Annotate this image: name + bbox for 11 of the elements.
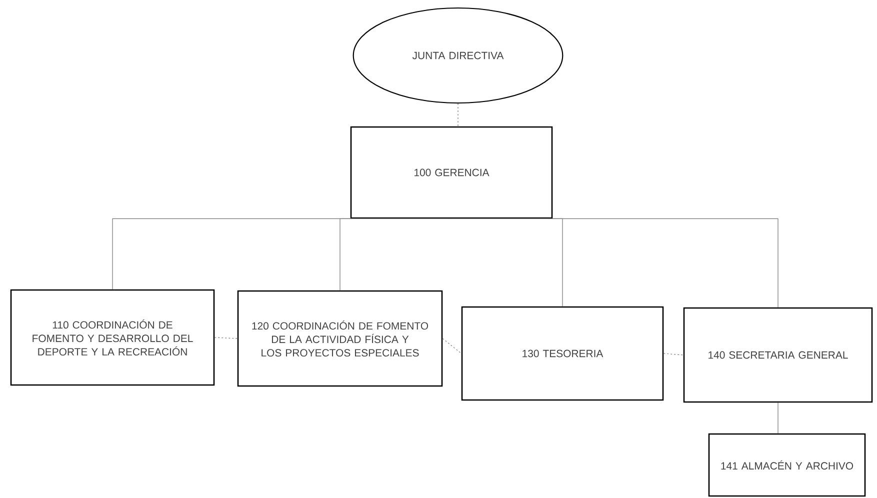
connector-line (663, 353, 684, 356)
unit-box: 100 GERENCIA (350, 126, 553, 219)
unit-box: 130 TESORERIA (461, 306, 664, 401)
connector-line (340, 218, 452, 291)
unit-box: 120 COORDINACIÓN DE FOMENTO DE LA ACTIVIDAD FÍSICA Y LOS PROYECTOS ESPECIALES (237, 290, 443, 387)
unit-box: 140 SECRETARIA GENERAL (683, 307, 873, 403)
unit-box: 110 COORDINACIÓN DE FOMENTO Y DESARROLLO DEL DEPORTE Y LA RECREACIÓN (10, 289, 215, 386)
connector-line (451, 218, 778, 308)
connector-line (214, 337, 238, 339)
unit-box: 141 ALMACÉN Y ARCHIVO (708, 433, 866, 497)
connector-line (442, 338, 462, 354)
